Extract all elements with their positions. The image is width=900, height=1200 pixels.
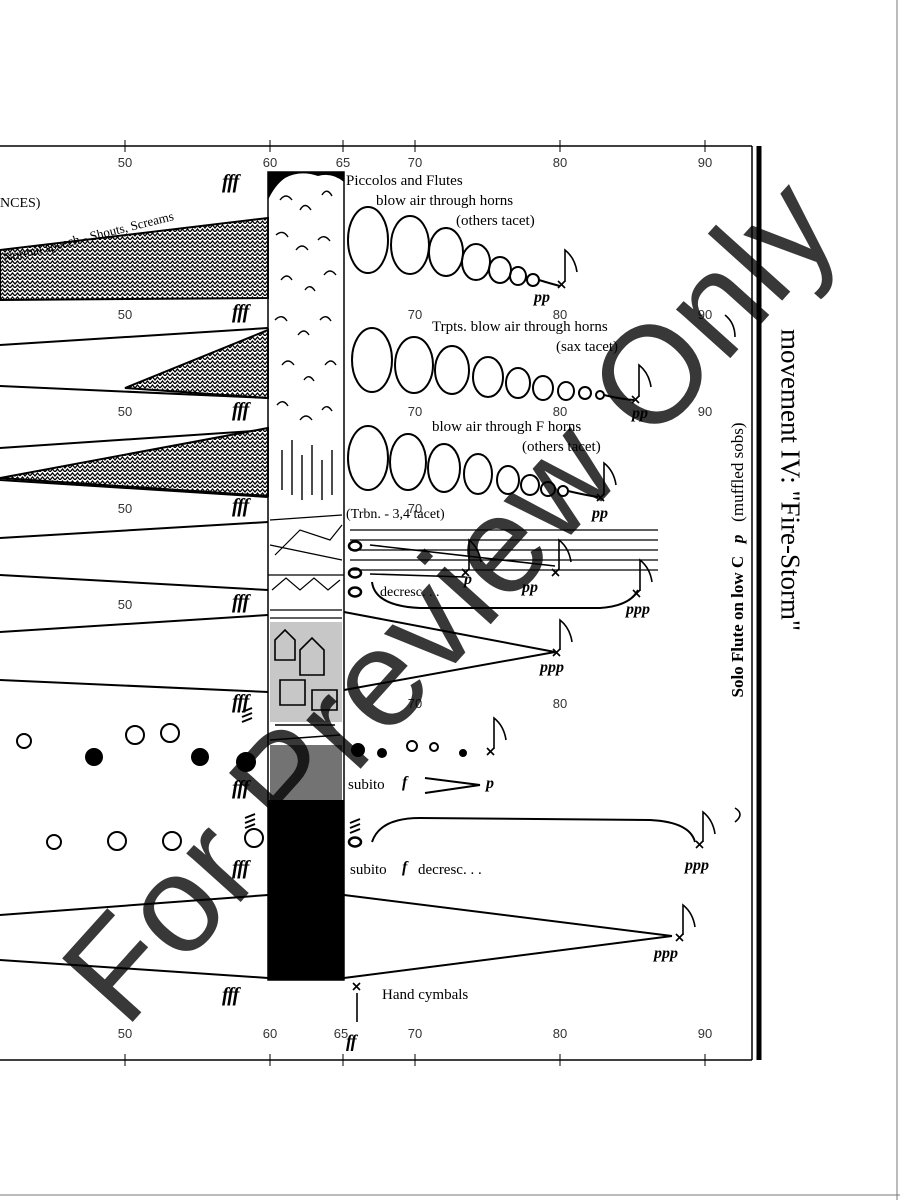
tremolo-marks <box>241 707 361 834</box>
tick-r4-50: 50 <box>117 501 133 516</box>
tick-bottom-60: 60 <box>262 1026 278 1041</box>
air-loops <box>347 206 635 498</box>
dynamic-fff-row8: fff <box>232 857 249 879</box>
tick-r3-90: 90 <box>697 404 713 419</box>
label-others-tacet: (others tacet) <box>456 213 535 229</box>
label-blow-air: blow air through horns <box>376 193 514 209</box>
dynamic-ppp-4: ppp <box>654 945 678 962</box>
label-subito-1: subito <box>348 777 385 793</box>
tick-top-60: 60 <box>262 155 278 170</box>
percussion-dots <box>16 723 467 851</box>
dynamic-pp-1: pp <box>534 289 550 306</box>
tick-r4-70: 70 <box>407 501 423 516</box>
tick-r2-50: 50 <box>117 307 133 322</box>
tick-r2-70: 70 <box>407 307 423 322</box>
dynamic-fff-row4: fff <box>232 495 249 517</box>
dynamic-fff-row6: fff <box>232 691 249 713</box>
dynamic-p-subito: p <box>486 775 494 792</box>
tick-bottom-50: 50 <box>117 1026 133 1041</box>
solo-dynamic: p <box>728 534 747 544</box>
tick-r3-50: 50 <box>117 404 133 419</box>
tick-top-90: 90 <box>697 155 713 170</box>
tick-r5-50: 50 <box>117 597 133 612</box>
header-fragment: NCES) <box>0 196 41 211</box>
firestorm-column <box>267 171 345 981</box>
solo-flute-note: Solo Flute on low C p (muffled sobs) <box>728 423 748 698</box>
dynamic-f-2: f <box>402 859 408 876</box>
dynamic-ff-cymbal: ff <box>346 1031 357 1051</box>
solo-muffled-sobs: (muffled sobs) <box>728 422 747 522</box>
dynamic-fff-top: fff <box>222 171 239 193</box>
label-hand-cymbals: Hand cymbals <box>382 987 469 1003</box>
label-decresc-2: decresc. . . <box>418 862 482 878</box>
tick-top-80: 80 <box>552 155 568 170</box>
label-trumpets: Trpts. blow air through horns <box>432 319 608 335</box>
tick-r6-70: 70 <box>407 696 423 711</box>
tick-bottom-90: 90 <box>697 1026 713 1041</box>
timeline-ticks <box>124 140 706 1066</box>
trombone-staff <box>350 529 658 578</box>
dynamic-f-1: f <box>402 774 408 791</box>
tick-bottom-65: 65 <box>333 1026 349 1041</box>
dynamic-ppp-3: ppp <box>685 857 709 874</box>
dynamic-pp-trbn: pp <box>522 579 538 596</box>
dynamic-fff-row7: fff <box>232 777 249 799</box>
tick-bottom-70: 70 <box>407 1026 423 1041</box>
label-others-tacet-2: (others tacet) <box>522 439 601 455</box>
x-note-flags <box>352 248 736 1022</box>
label-f-horns: blow air through F horns <box>432 419 582 435</box>
dynamic-p-trbn: p <box>464 571 472 588</box>
label-trombones: (Trbn. - 3,4 tacet) <box>346 507 445 522</box>
tick-bottom-80: 80 <box>552 1026 568 1041</box>
label-sax-tacet: (sax tacet) <box>556 339 619 355</box>
solo-bracket <box>734 807 741 823</box>
tick-r6-80: 80 <box>552 696 568 711</box>
dynamic-ppp-2: ppp <box>540 659 564 676</box>
tick-top-50: 50 <box>117 155 133 170</box>
tick-r2-80: 80 <box>552 307 568 322</box>
dynamic-fff-row5: fff <box>232 591 249 613</box>
label-piccolos-flutes: Piccolos and Flutes <box>346 173 463 189</box>
dynamic-ppp-1: ppp <box>626 601 650 618</box>
movement-title: movement IV: "Fire-Storm" <box>775 329 806 631</box>
tick-top-70: 70 <box>407 155 423 170</box>
dynamic-fff-row3: fff <box>232 399 249 421</box>
dynamic-pp-3: pp <box>592 505 608 522</box>
dynamic-fff-bottom: fff <box>222 984 239 1006</box>
tick-r3-80: 80 <box>552 404 568 419</box>
tick-r3-70: 70 <box>407 404 423 419</box>
dynamic-pp-2: pp <box>632 405 648 422</box>
dynamic-fff-row2: fff <box>232 301 249 323</box>
label-decresc: decresc. . . <box>380 585 440 600</box>
label-subito-2: subito <box>350 862 387 878</box>
tick-top-65: 65 <box>335 155 351 170</box>
right-dynamics <box>343 581 696 979</box>
left-dynamics <box>0 216 269 979</box>
whole-notes <box>347 540 363 848</box>
tick-r2-90: 90 <box>697 307 713 322</box>
solo-line: Solo Flute on low C <box>728 555 747 698</box>
